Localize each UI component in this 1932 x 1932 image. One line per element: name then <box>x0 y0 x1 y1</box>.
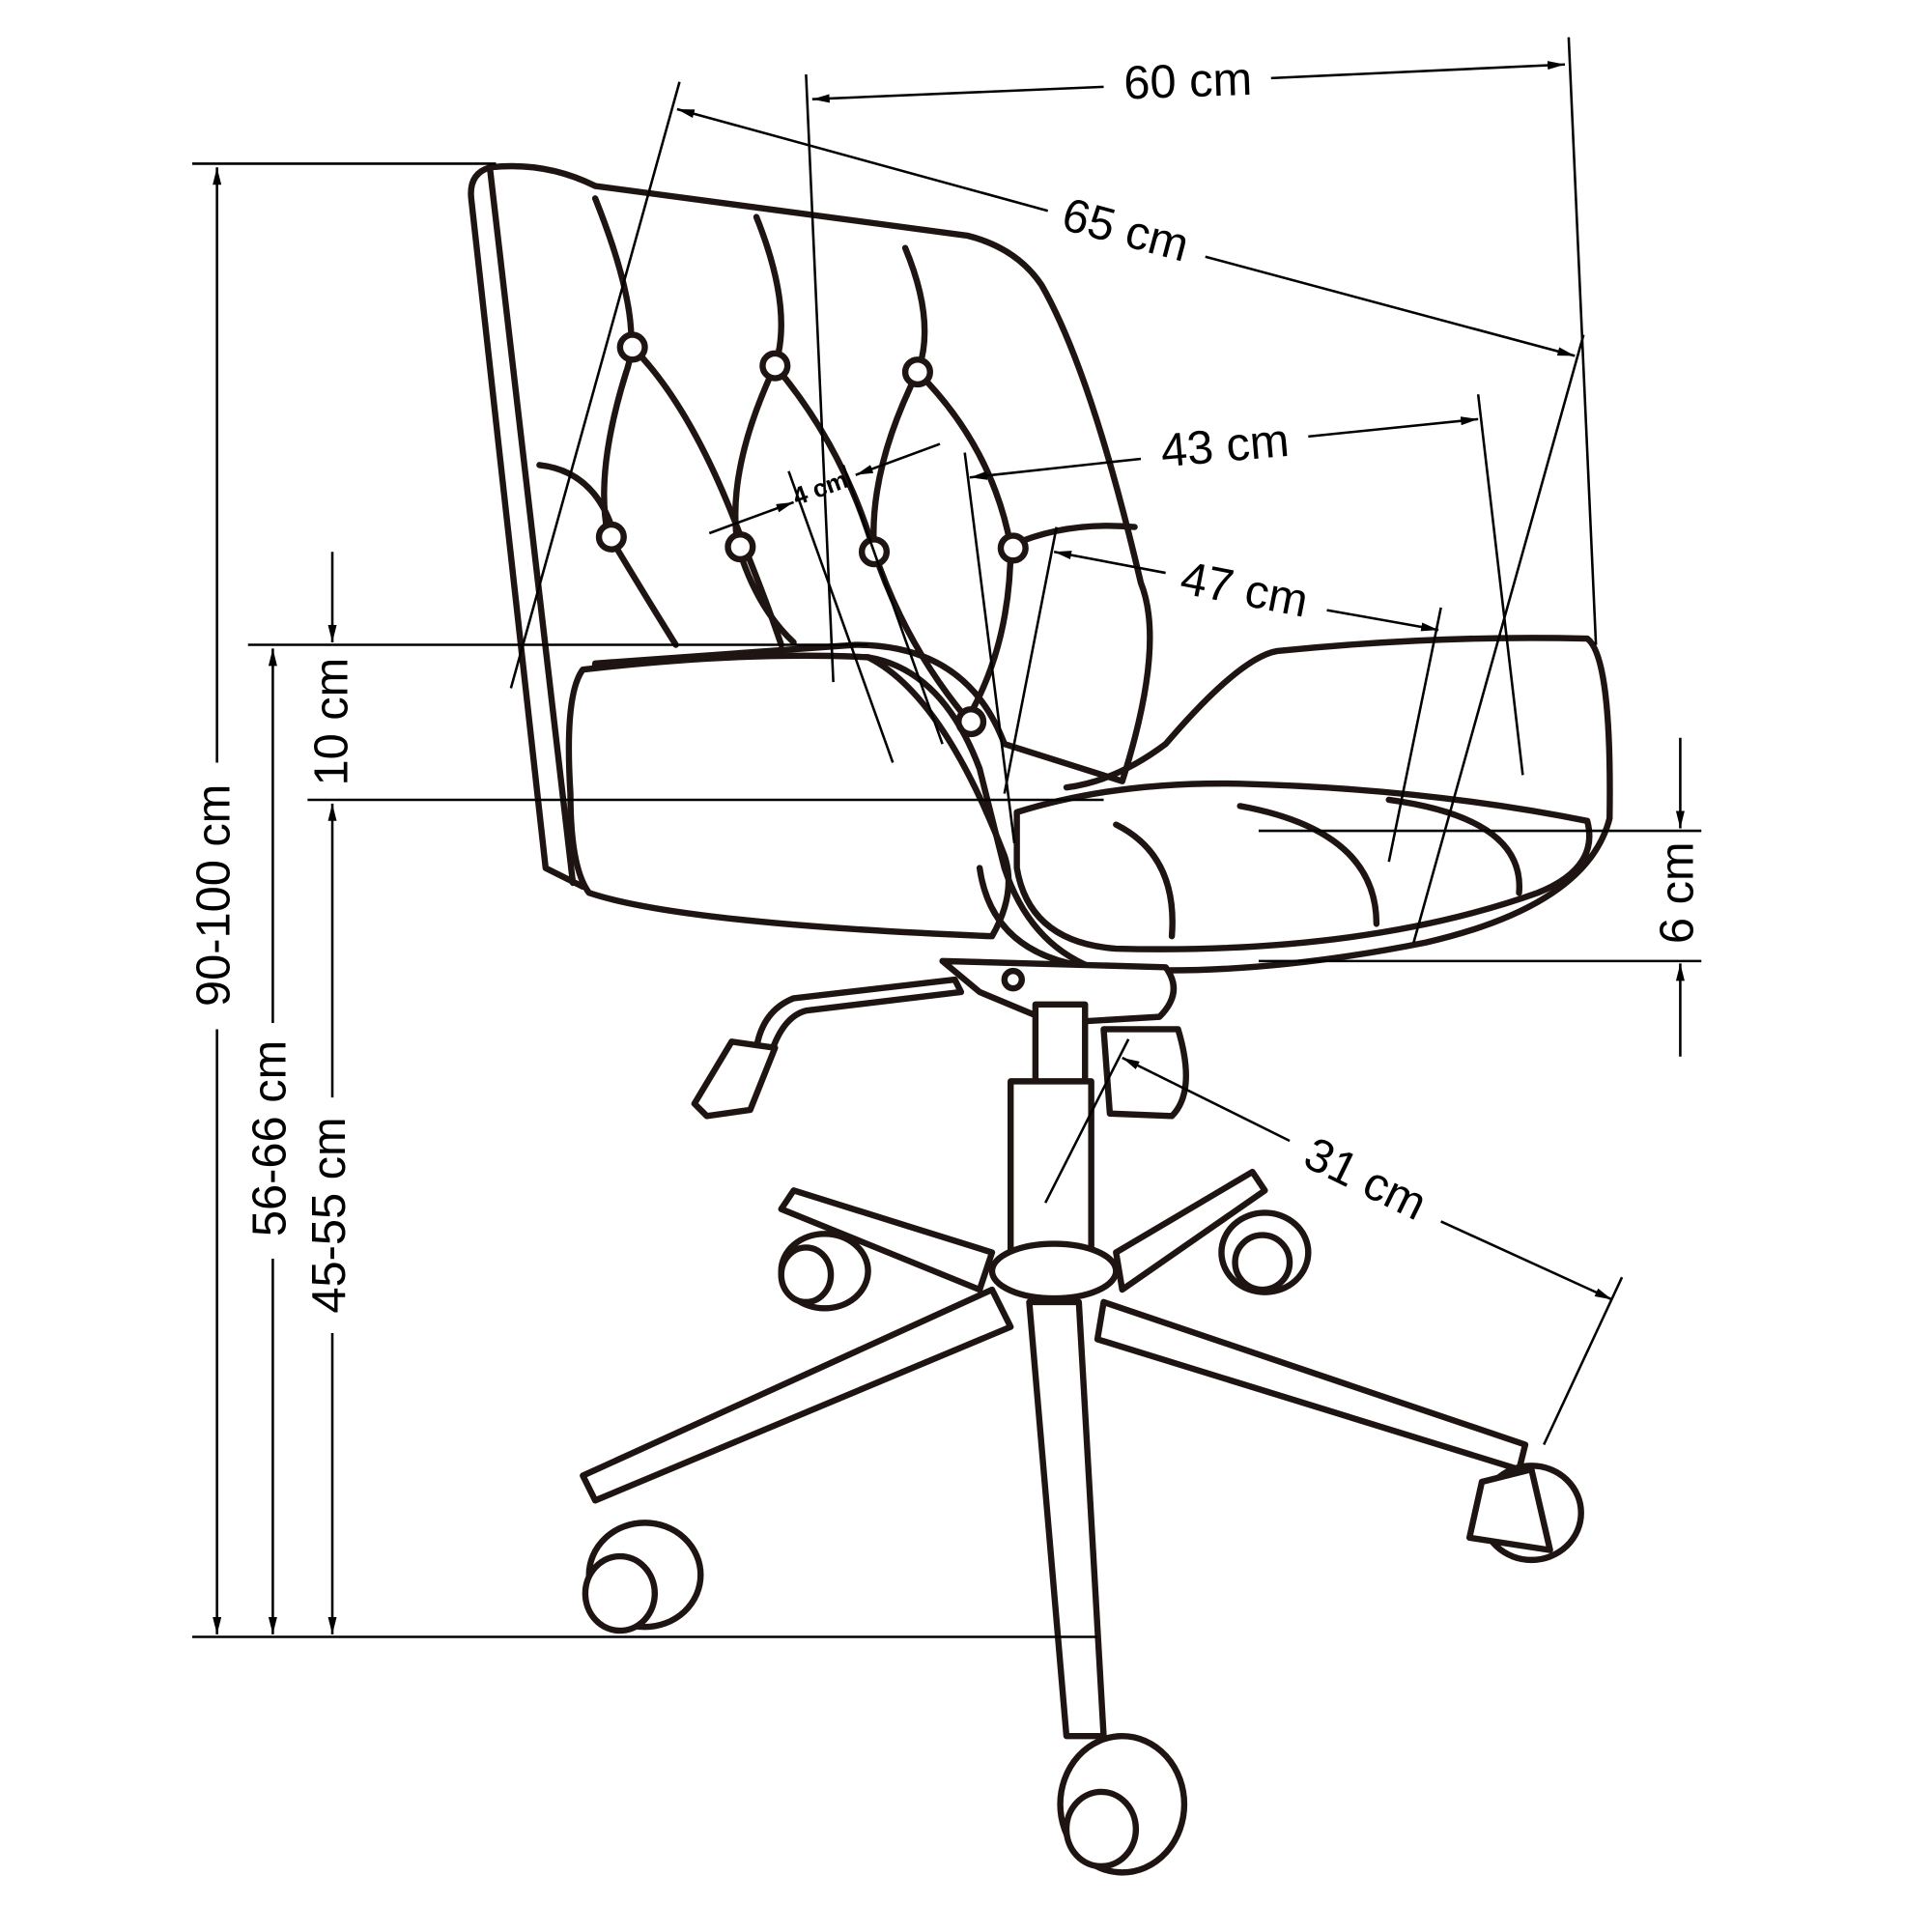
label-seat-width: 43 cm <box>1159 414 1292 477</box>
tuft-seam <box>732 213 797 646</box>
label-armrest-height: 10 cm <box>305 658 357 786</box>
label-overall-width: 60 cm <box>1122 53 1253 110</box>
label-overall-depth: 65 cm <box>1057 188 1194 272</box>
tuft-seam <box>870 244 971 723</box>
label-seat-depth: 47 cm <box>1177 552 1313 627</box>
label-seat-height: 45-55 cm <box>303 1117 355 1313</box>
height-lever <box>753 976 965 1064</box>
star-base <box>580 1168 1529 1740</box>
chair-illustration <box>468 162 1613 1876</box>
tilt-knob <box>1100 1026 1189 1120</box>
casters <box>582 1209 1584 1876</box>
armrest-curve <box>865 654 1094 971</box>
seat <box>1013 780 1593 952</box>
tuft-seam <box>629 344 784 648</box>
label-armrest-floor-height: 56-66 cm <box>243 1040 296 1236</box>
tuft-buttons <box>595 331 1029 738</box>
gas-lift-cylinder <box>1008 1078 1094 1259</box>
label-seat-thickness: 6 cm <box>1651 841 1703 944</box>
seat-mechanism <box>939 957 1178 1027</box>
seat-seam <box>1385 796 1522 896</box>
label-base-radius: 31 cm <box>1296 1127 1435 1231</box>
tuft-seam <box>591 195 679 648</box>
mechanism-bolt <box>1001 967 1025 992</box>
lever-handle <box>691 1038 779 1120</box>
seat-seam <box>1113 821 1176 940</box>
dimension-lines <box>191 37 1702 1638</box>
seat-seam <box>1236 803 1380 927</box>
tuft-seam <box>536 462 617 537</box>
gas-lift-upper <box>1032 1001 1089 1089</box>
armrest-left <box>565 652 1012 940</box>
backrest-edge <box>486 164 577 887</box>
label-total-height: 90-100 cm <box>188 784 241 1007</box>
